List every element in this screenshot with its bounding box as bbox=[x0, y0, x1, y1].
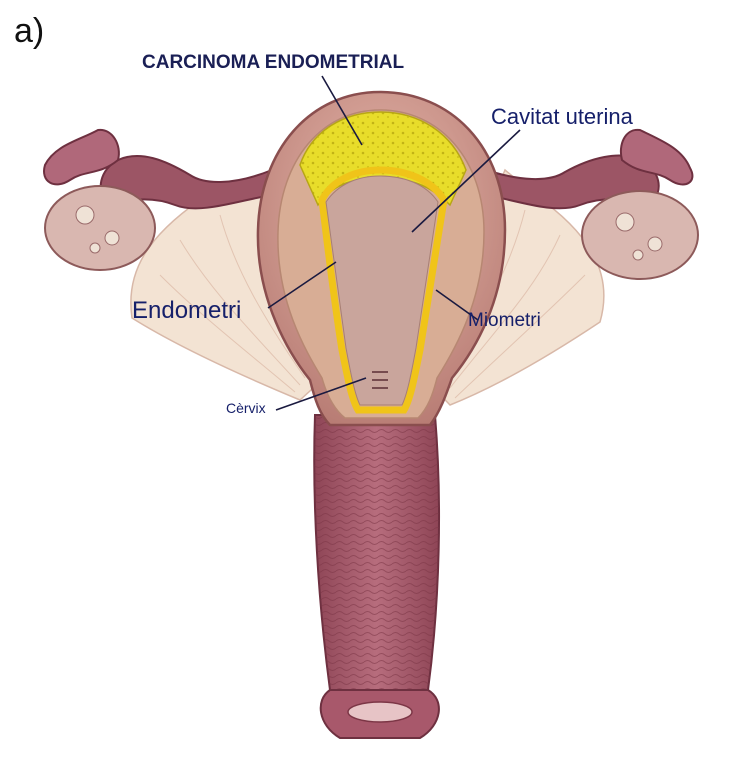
panel-letter: a) bbox=[14, 12, 44, 51]
left-ovary bbox=[45, 186, 155, 270]
label-cavitat-uterina: Cavitat uterina bbox=[491, 104, 633, 130]
right-ovary bbox=[582, 191, 698, 279]
label-endometri: Endometri bbox=[132, 297, 241, 325]
label-cervix: Cèrvix bbox=[226, 400, 266, 416]
label-miometri: Miometri bbox=[468, 310, 541, 332]
label-carcinoma-endometrial: CARCINOMA ENDOMETRIAL bbox=[142, 52, 404, 74]
